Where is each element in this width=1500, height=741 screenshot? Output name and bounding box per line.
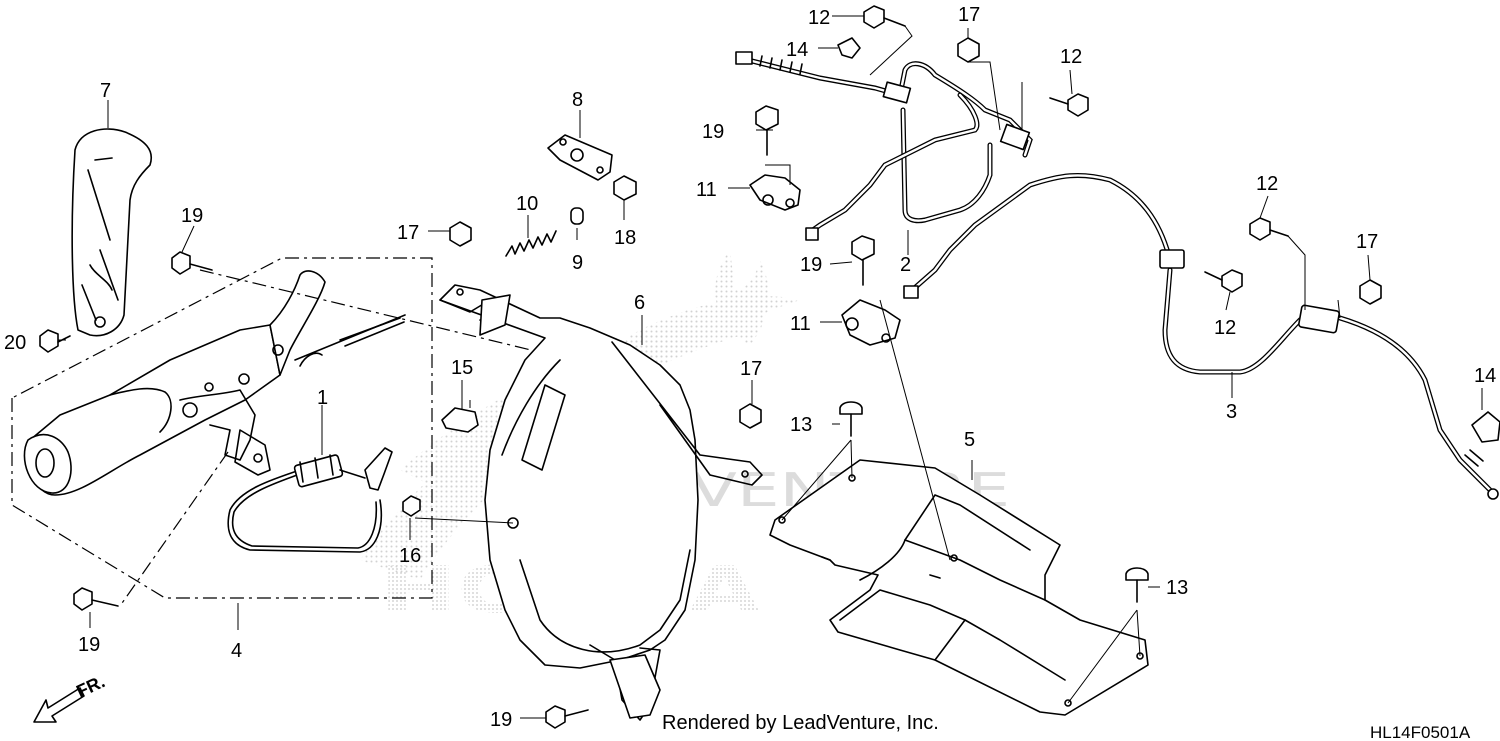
part-16-nut <box>402 495 421 517</box>
bolt-19-mid-center <box>851 235 875 286</box>
part-5-plate <box>769 459 1149 716</box>
callout-20: 20 <box>4 332 26 354</box>
callout-6: 6 <box>634 292 645 314</box>
callout-11-upper: 11 <box>696 179 717 201</box>
callout-12-right-lower: 12 <box>1214 317 1236 339</box>
part-14-clip-right <box>1471 411 1500 443</box>
part-11-clamp-upper <box>749 174 801 211</box>
screw-13-right <box>1125 567 1149 603</box>
bolt-19-lower-left <box>73 587 119 611</box>
callout-18: 18 <box>614 227 636 249</box>
part-15-clip <box>441 407 479 433</box>
bolt-12-right-upper <box>1049 93 1089 117</box>
callout-10: 10 <box>516 193 538 215</box>
front-direction-indicator: FR. <box>33 671 108 723</box>
screw-13-center <box>839 401 863 437</box>
callout-3: 3 <box>1226 401 1237 423</box>
callout-7: 7 <box>100 80 111 102</box>
callout-15: 15 <box>451 357 473 379</box>
rendered-by-credit: Rendered by LeadVenture, Inc. <box>662 712 939 734</box>
callout-19-upper-left: 19 <box>181 205 203 227</box>
nut-17-center <box>739 403 762 429</box>
callout-16: 16 <box>399 545 421 567</box>
nut-17-top <box>957 37 980 63</box>
callout-11-lower: 11 <box>790 313 811 335</box>
part-6-bracket <box>439 284 763 721</box>
part-3-cable <box>903 172 1499 500</box>
part-14-clip-top <box>837 37 861 59</box>
part-4-parking-brake-lever <box>23 270 326 496</box>
callout-13-center: 13 <box>790 414 812 436</box>
front-arrow-icon <box>33 687 85 723</box>
leader-lines <box>58 15 1483 719</box>
callout-12-far-right: 12 <box>1256 173 1278 195</box>
callout-13-right: 13 <box>1166 577 1188 599</box>
callout-17-center: 17 <box>740 358 762 380</box>
bolt-19-bottom <box>545 705 589 729</box>
callout-labels: 7 8 10 9 18 17 19 20 15 1 6 17 16 4 19 1… <box>4 4 1496 731</box>
callout-19-top-center: 19 <box>702 121 724 143</box>
bolt-12-top <box>863 5 906 29</box>
bolt-19-upper-left <box>171 251 213 275</box>
part-18-nut <box>613 175 637 201</box>
bolt-19-top-center <box>755 105 779 156</box>
part-8-clamp <box>547 134 613 181</box>
callout-19-mid-center: 19 <box>800 254 822 276</box>
callout-12-top: 12 <box>808 7 830 29</box>
callout-19-bottom: 19 <box>490 709 512 731</box>
bolt-12-right-lower <box>1204 269 1243 293</box>
callout-14-right: 14 <box>1474 365 1496 387</box>
part-1-switch-harness <box>227 447 393 553</box>
callout-1: 1 <box>317 387 328 409</box>
part-2-cable <box>735 51 1033 241</box>
callout-17-top: 17 <box>958 4 980 26</box>
part-10-spring <box>505 230 557 257</box>
callout-19-lower-left: 19 <box>78 634 100 656</box>
part-11-clamp-lower <box>841 299 901 346</box>
diagram-code: HL14F0501A <box>1370 723 1471 741</box>
callout-5: 5 <box>964 429 975 451</box>
lever-rod <box>294 314 406 367</box>
part-9-collar <box>570 207 584 225</box>
callout-17-left: 17 <box>397 222 419 244</box>
callout-4: 4 <box>231 640 242 662</box>
part-7-lever-cover <box>71 128 152 337</box>
bolt-12-far-right <box>1249 217 1289 241</box>
part-4-group-outline <box>11 257 561 607</box>
nut-17-left <box>449 221 472 247</box>
callout-14-top: 14 <box>786 39 808 61</box>
callout-12-right-upper: 12 <box>1060 46 1082 68</box>
callout-17-right: 17 <box>1356 231 1378 253</box>
bolt-20 <box>39 329 71 353</box>
callout-8: 8 <box>572 89 583 111</box>
nut-17-right <box>1359 279 1382 305</box>
callout-2: 2 <box>900 254 911 276</box>
callout-9: 9 <box>572 252 583 274</box>
